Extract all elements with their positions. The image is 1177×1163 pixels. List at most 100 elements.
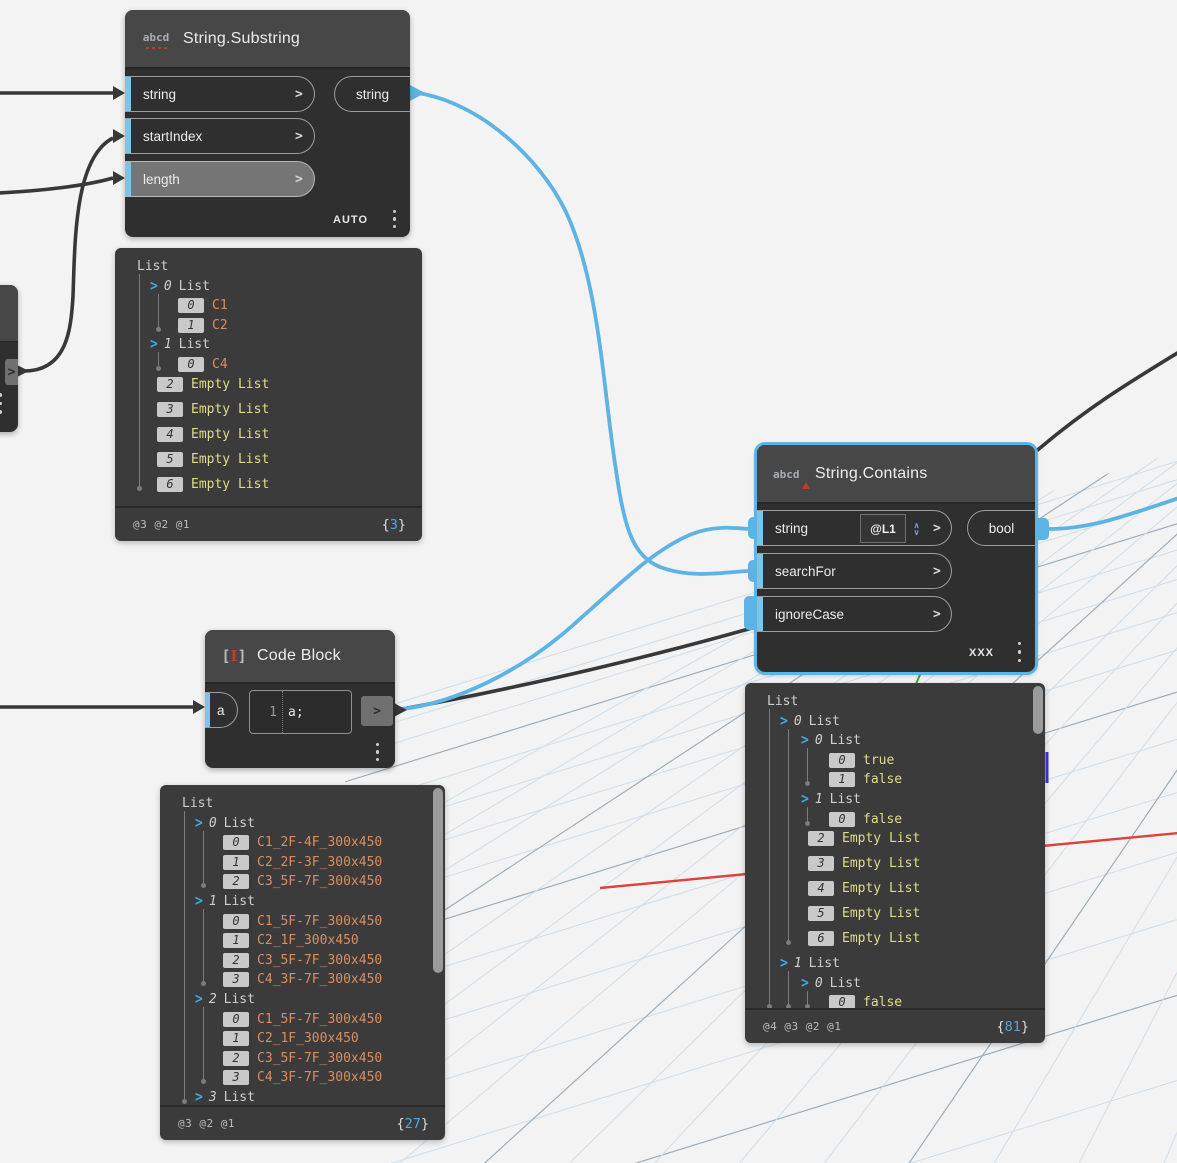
tree-guide-line: [156, 293, 161, 332]
node-title: String.Substring: [183, 29, 301, 47]
lacing-indicator[interactable]: XXX: [968, 647, 994, 659]
index-badge: 2: [157, 376, 183, 392]
partial-node[interactable]: >: [0, 285, 18, 432]
port-accent: [125, 119, 131, 153]
wire-substring-to-searchfor[interactable]: [417, 91, 749, 576]
output-port-string[interactable]: string: [334, 76, 410, 112]
expander-icon[interactable]: >: [780, 712, 788, 730]
connector-stub[interactable]: [744, 596, 757, 630]
input-port-a[interactable]: a: [205, 692, 238, 728]
connector-stub[interactable]: [748, 517, 757, 539]
levels-label: @3 @2 @1: [178, 1117, 235, 1130]
port-accent: [125, 77, 131, 111]
spinner-down-icon: ∨: [913, 527, 920, 537]
item-value: C3_5F-7F_300x450: [257, 952, 383, 968]
kebab-menu-icon[interactable]: [375, 742, 379, 761]
expander-icon[interactable]: >: [150, 336, 158, 354]
list-label: List: [223, 1090, 255, 1105]
item-value: false: [863, 811, 903, 827]
connector-pin[interactable]: [113, 129, 125, 143]
item-value: C3_5F-7F_300x450: [257, 874, 383, 890]
kebab-menu-icon[interactable]: [0, 393, 2, 414]
index-badge: 2: [223, 952, 249, 968]
item-value: C2_1F_300x450: [257, 933, 359, 949]
index-badge: 1: [223, 854, 249, 870]
wire-bool-output[interactable]: [1048, 496, 1177, 531]
connector-pin[interactable]: [113, 86, 125, 100]
wire-to-length-input[interactable]: [0, 176, 114, 195]
expander-icon[interactable]: >: [195, 892, 203, 911]
code-text[interactable]: a;: [288, 704, 304, 720]
output-port-bool[interactable]: bool: [967, 510, 1035, 546]
connector-pin-blue[interactable]: [410, 85, 425, 101]
tree-guide-line: [805, 990, 810, 1009]
node-code-block[interactable]: [I] Code Block a 1 a; >: [205, 630, 395, 768]
levels-label: @4 @3 @2 @1: [763, 1020, 842, 1033]
kebab-menu-icon[interactable]: [1017, 641, 1021, 662]
code-editor[interactable]: 1 a;: [249, 690, 352, 734]
partial-node-output-port[interactable]: >: [5, 359, 18, 385]
expander-icon[interactable]: >: [801, 974, 809, 992]
node-header[interactable]: [I] Code Block: [205, 630, 395, 684]
port-label: a: [217, 702, 225, 718]
input-port-startindex[interactable]: startIndex >: [125, 118, 315, 154]
tree-guide-line: [201, 830, 206, 889]
expander-icon[interactable]: >: [195, 990, 203, 1009]
index-badge: 0: [829, 811, 855, 827]
expander-icon[interactable]: >: [150, 277, 158, 295]
index-badge: 3: [808, 856, 834, 872]
connector-stub[interactable]: [1035, 518, 1049, 540]
input-port-string[interactable]: string >: [125, 76, 315, 112]
port-label: string: [775, 520, 809, 536]
node-header[interactable]: abcd String.Contains: [757, 445, 1035, 504]
node-string-contains[interactable]: abcd String.Contains string @L1 ∧∨ > sea…: [744, 445, 1049, 672]
kebab-menu-icon[interactable]: [392, 209, 396, 228]
list-index: 0: [814, 733, 823, 749]
input-port-ignorecase[interactable]: ignoreCase >: [757, 596, 952, 632]
expander-icon[interactable]: >: [195, 1088, 203, 1107]
input-port-searchfor[interactable]: searchFor >: [757, 553, 952, 589]
expander-icon[interactable]: >: [195, 814, 203, 832]
connector-stub[interactable]: [748, 560, 757, 582]
expander-icon[interactable]: >: [801, 790, 809, 809]
preview-footer: @4 @3 @2 @1 {81}: [745, 1008, 1045, 1043]
input-port-length[interactable]: length >: [125, 161, 315, 197]
expander-icon[interactable]: >: [801, 732, 809, 750]
item-value: true: [863, 752, 895, 768]
tree-guide-line: [201, 909, 206, 987]
node-header[interactable]: abcd String.Substring: [125, 10, 410, 69]
input-port-string[interactable]: string @L1 ∧∨ >: [757, 510, 952, 546]
scrollbar-thumb[interactable]: [1033, 686, 1043, 734]
lacing-level-box[interactable]: @L1: [860, 514, 906, 543]
wire-to-startindex-input[interactable]: [23, 136, 114, 373]
expander-icon[interactable]: >: [780, 955, 788, 973]
connector-pin[interactable]: [193, 700, 205, 714]
level-spinner[interactable]: ∧∨: [908, 514, 925, 543]
tree-guide-line: [137, 274, 142, 491]
connector-pin[interactable]: [113, 171, 125, 185]
node-string-substring[interactable]: abcd String.Substring string > startInde…: [125, 10, 410, 237]
index-badge: 2: [223, 874, 249, 890]
scrollbar-thumb[interactable]: [433, 788, 443, 973]
wire-codeblock-to-string[interactable]: [401, 525, 749, 711]
output-port[interactable]: >: [361, 696, 393, 726]
line-number: 1: [250, 691, 283, 733]
item-value: Empty List: [191, 426, 270, 442]
tree-guide-line: [805, 748, 810, 787]
lacing-indicator[interactable]: AUTO: [333, 214, 368, 226]
port-accent: [757, 511, 763, 545]
node-title: Code Block: [257, 647, 341, 664]
tree-guide-line: [786, 971, 791, 1010]
